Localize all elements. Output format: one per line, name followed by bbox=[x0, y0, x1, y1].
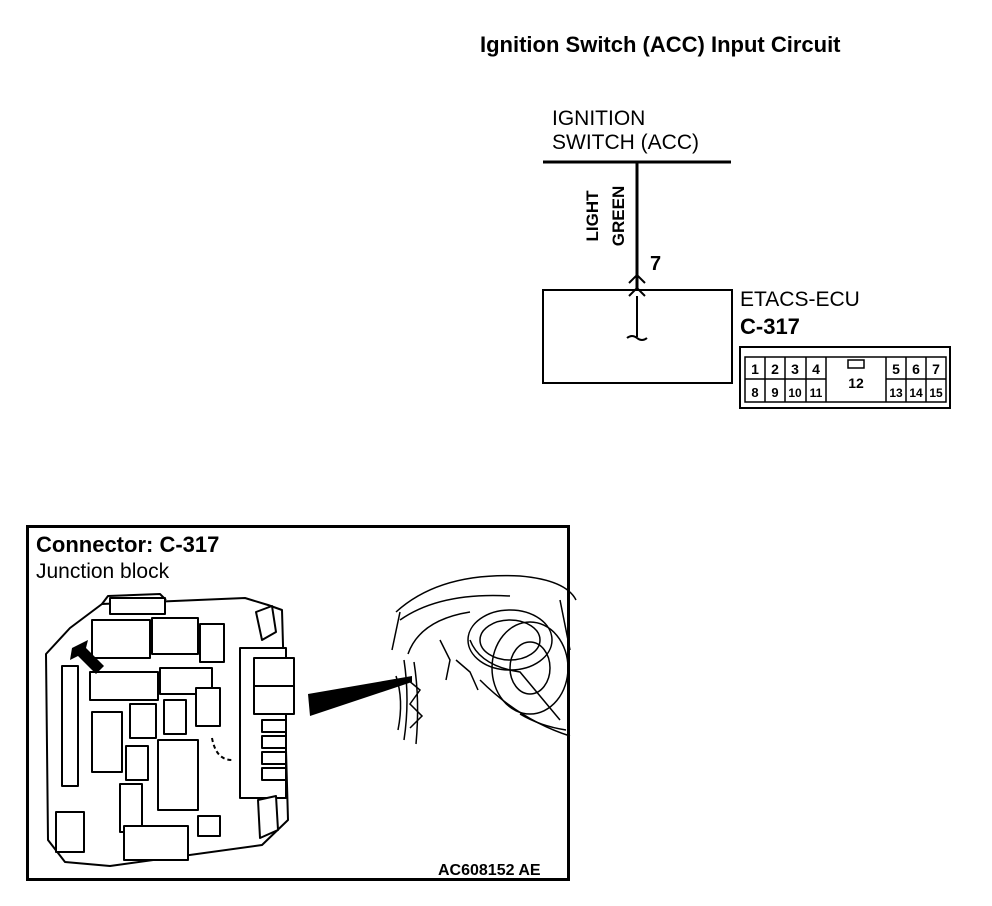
pin-9: 9 bbox=[771, 385, 778, 400]
location-arrow bbox=[70, 640, 104, 674]
connector-latch bbox=[847, 359, 865, 369]
ecu-internal-terminal bbox=[626, 335, 648, 341]
pin-14: 14 bbox=[909, 386, 923, 400]
connector-chevron-lower bbox=[628, 286, 646, 297]
switch-label-line2: SWITCH (ACC) bbox=[552, 131, 699, 154]
wire-color-label: LIGHT GREEN bbox=[583, 186, 628, 246]
pin-number-label: 7 bbox=[650, 253, 661, 275]
connector-location-text: Junction block bbox=[36, 560, 170, 583]
pin-6: 6 bbox=[912, 361, 920, 377]
pin-10: 10 bbox=[788, 386, 802, 400]
pin-3: 3 bbox=[791, 361, 799, 377]
pin-5: 5 bbox=[892, 361, 900, 377]
diagram-title: Ignition Switch (ACC) Input Circuit bbox=[480, 32, 841, 57]
connector-chevron-upper bbox=[628, 273, 646, 284]
dashboard-sketch bbox=[391, 574, 577, 745]
pin-15: 15 bbox=[929, 386, 943, 400]
pin-2: 2 bbox=[771, 361, 779, 377]
pin-11: 11 bbox=[810, 386, 823, 400]
pin-8: 8 bbox=[751, 385, 758, 400]
ecu-name: ETACS-ECU bbox=[740, 288, 860, 311]
pin-4: 4 bbox=[812, 361, 820, 377]
pin-13: 13 bbox=[889, 386, 903, 400]
wire-color-line2: GREEN bbox=[609, 186, 628, 246]
pin-12: 12 bbox=[848, 375, 864, 391]
switch-label-line1: IGNITION bbox=[552, 107, 646, 130]
connector-location-panel bbox=[26, 525, 570, 881]
pin-1: 1 bbox=[751, 361, 759, 377]
pin-7: 7 bbox=[932, 361, 940, 377]
connector-title: Connector: C-317 bbox=[36, 532, 220, 557]
etacs-ecu-box bbox=[542, 289, 733, 384]
ecu-connector-id: C-317 bbox=[740, 314, 800, 339]
figure-code: AC608152 AE bbox=[438, 862, 541, 879]
ignition-switch-label: IGNITION SWITCH (ACC) bbox=[552, 107, 699, 155]
pointer-wedge bbox=[308, 676, 412, 716]
wire-color-line1: LIGHT bbox=[583, 190, 602, 242]
connector-face: 1 2 3 4 5 6 7 12 8 9 10 11 13 14 15 bbox=[739, 346, 951, 409]
